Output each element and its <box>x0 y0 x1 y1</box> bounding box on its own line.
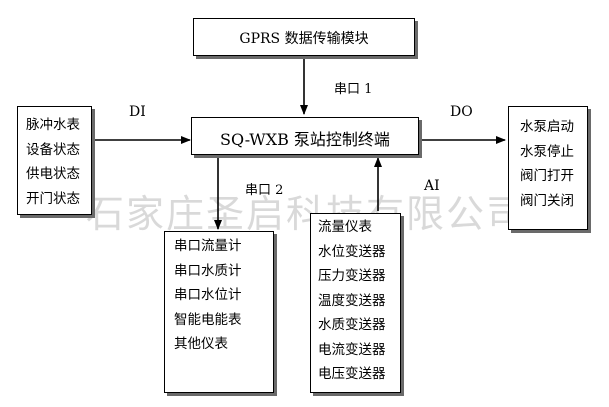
serial-device-item: 串口水位计 <box>174 287 242 303</box>
analog-device-item: 压力变送器 <box>318 268 386 284</box>
analog-devices-box: 流量仪表 水位变送器 压力变送器 温度变送器 水质变送器 电流变送器 电压变送器 <box>310 213 401 393</box>
di-inputs-box: 脉冲水表 设备状态 供电状态 开门状态 <box>17 106 92 215</box>
serial1-label: 串口 1 <box>334 82 373 97</box>
analog-device-item: 水质变送器 <box>318 317 386 333</box>
controller-box: SQ-WXB 泵站控制终端 <box>191 117 419 155</box>
analog-device-item: 电压变送器 <box>318 366 386 382</box>
do-item: 水泵启动 <box>520 119 574 135</box>
di-item: 供电状态 <box>26 166 80 182</box>
do-item: 阀门关闭 <box>520 192 574 209</box>
ai-label: AI <box>424 178 440 194</box>
analog-device-item: 电流变送器 <box>318 341 386 358</box>
di-label: DI <box>129 104 146 120</box>
do-outputs-box: 水泵启动 水泵停止 阀门打开 阀门关闭 <box>508 106 588 230</box>
controller-title: SQ-WXB 泵站控制终端 <box>220 130 390 149</box>
gprs-module-title: GPRS 数据传输模块 <box>239 31 369 47</box>
watermark-text: 石家庄圣启科技有限公司 <box>86 192 527 236</box>
di-item: 脉冲水表 <box>26 117 80 133</box>
analog-device-item: 水位变送器 <box>318 243 386 260</box>
do-item: 阀门打开 <box>520 168 574 184</box>
analog-device-item: 流量仪表 <box>318 219 372 235</box>
di-item: 开门状态 <box>26 190 80 207</box>
di-item: 设备状态 <box>26 141 80 158</box>
do-item: 水泵停止 <box>520 143 574 160</box>
analog-device-item: 温度变送器 <box>318 292 386 309</box>
serial-device-item: 智能电能表 <box>174 311 242 328</box>
serial-device-item: 串口水质计 <box>174 262 242 279</box>
serial-device-item: 其他仪表 <box>174 336 228 352</box>
serial-device-item: 串口流量计 <box>174 238 242 254</box>
do-label: DO <box>450 104 473 120</box>
gprs-module-box: GPRS 数据传输模块 <box>193 18 415 56</box>
serial2-label: 串口 2 <box>245 183 284 198</box>
serial-devices-box: 串口流量计 串口水质计 串口水位计 智能电能表 其他仪表 <box>164 231 274 393</box>
